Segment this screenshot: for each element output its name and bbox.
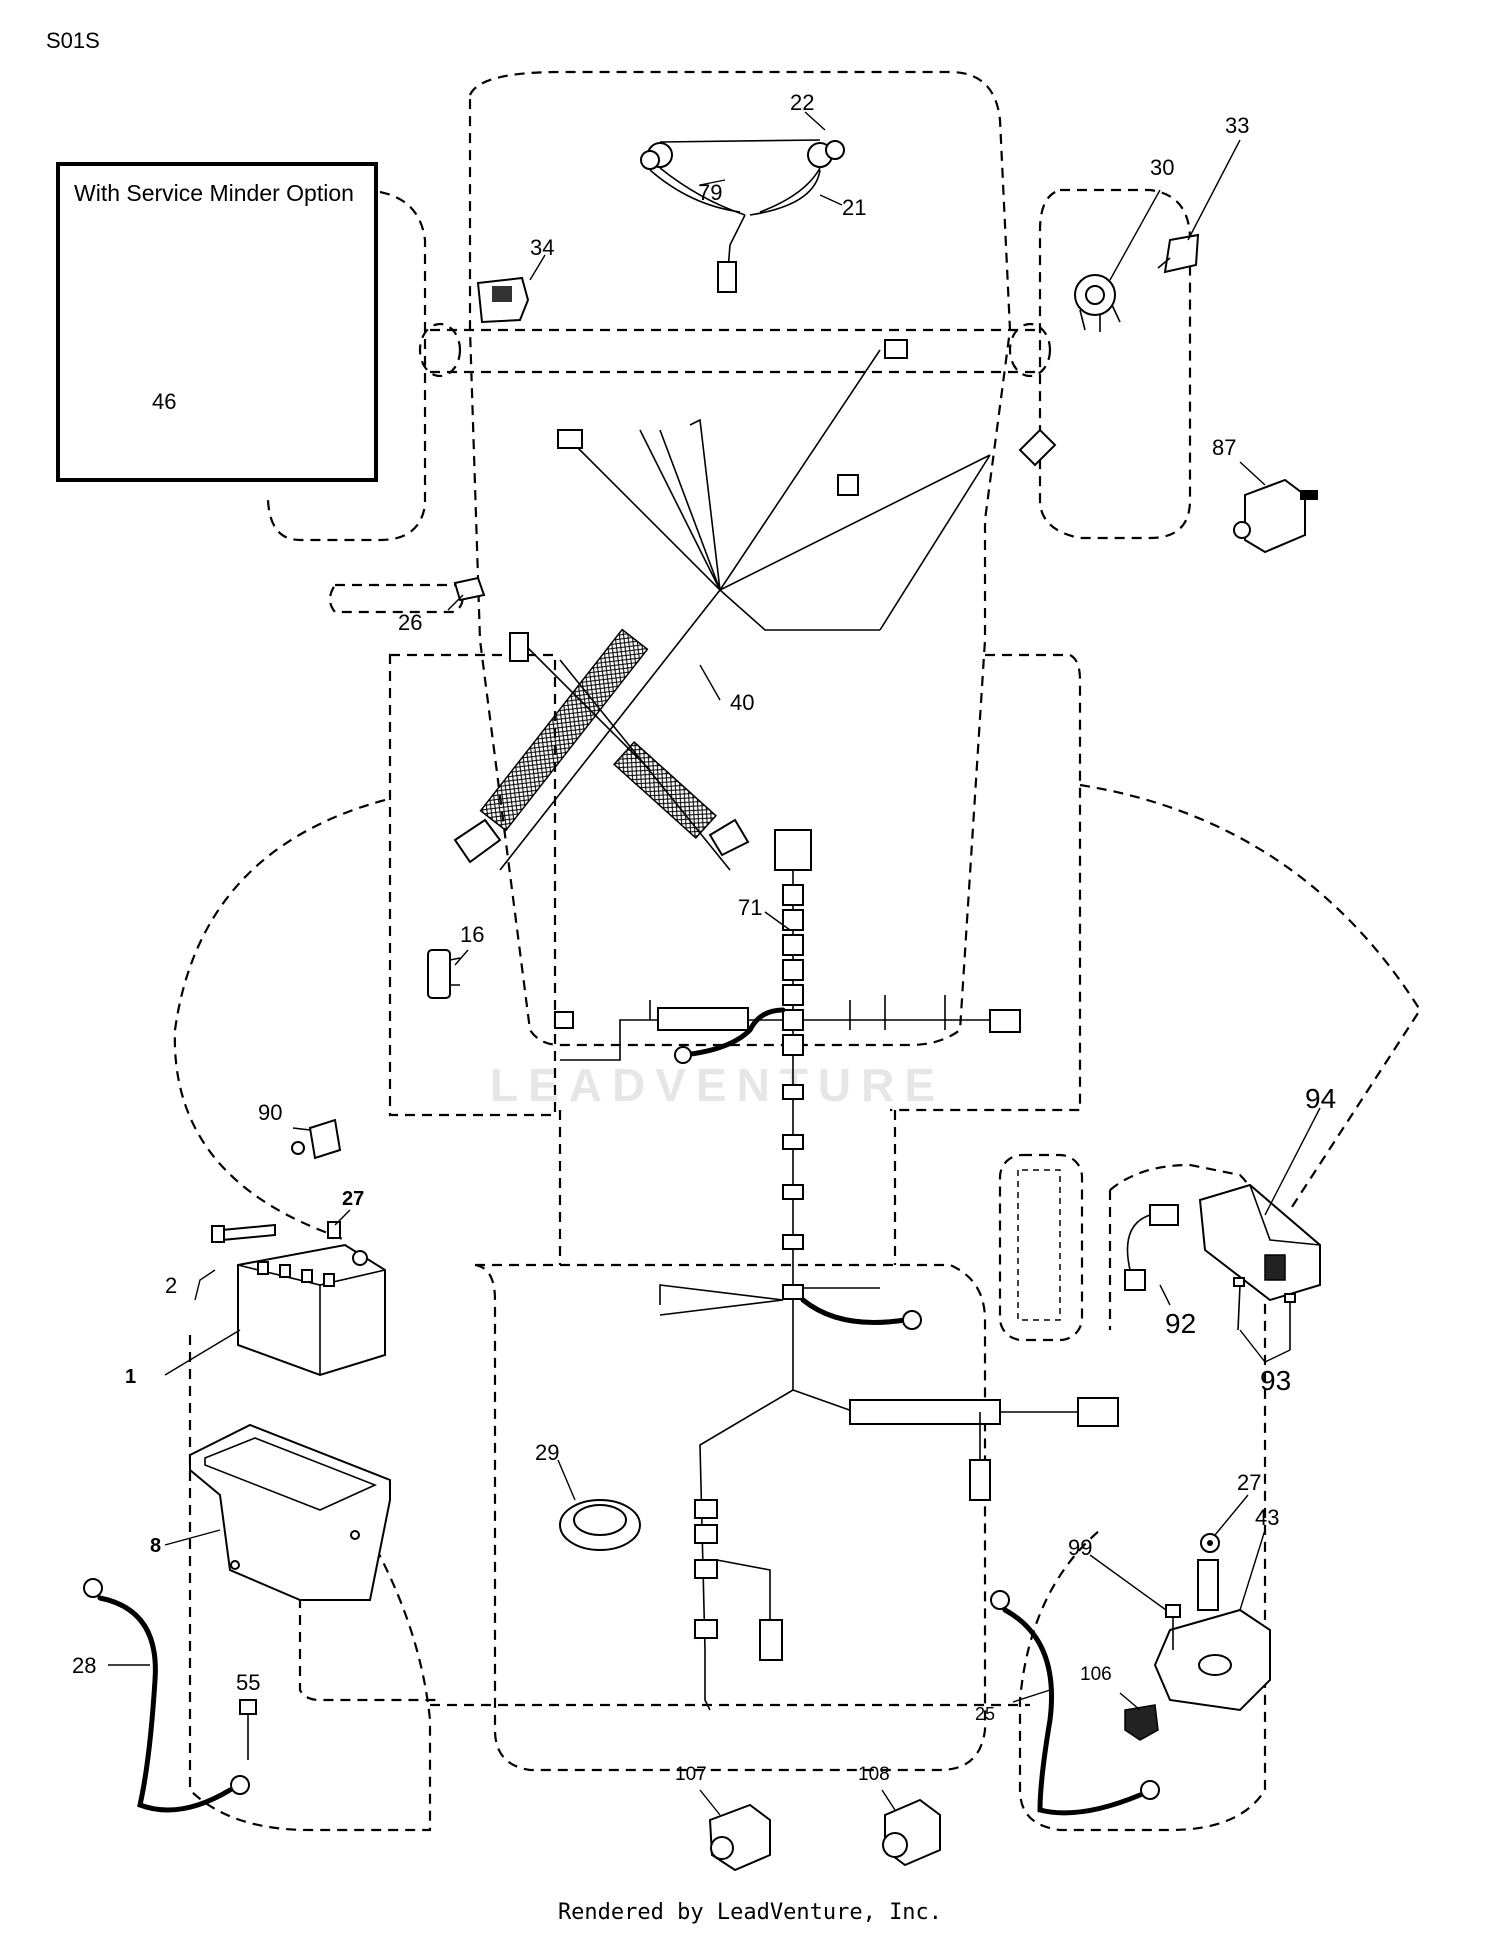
connector-g [708,818,750,857]
callout-93: 93 [1260,1365,1291,1396]
callout-108: 108 [858,1764,890,1785]
service-minder-inset: With Service Minder Option 46 [56,162,378,482]
callout-71: 71 [738,895,762,920]
ignition-key[interactable] [1157,233,1200,274]
callout-106: 106 [1080,1664,1112,1685]
footer-credit: Rendered by LeadVenture, Inc. [557,1900,943,1925]
callout-92: 92 [1165,1308,1196,1339]
callout-87: 87 [1212,435,1236,460]
starter-solenoid[interactable] [1153,1559,1271,1712]
switch-34[interactable] [476,276,530,324]
dash-band-right-end [1008,322,1052,378]
connector-92[interactable] [1124,1204,1179,1291]
switch-108[interactable] [882,1798,941,1867]
callout-99: 99 [1068,1535,1092,1560]
callout-30: 30 [1150,155,1174,180]
positive-cable[interactable] [990,1590,1160,1816]
component-16[interactable] [427,949,461,999]
connector-d [837,474,859,496]
inset-title: With Service Minder Option [74,180,354,206]
callout-16: 16 [460,922,484,947]
callout-25: 25 [975,1704,995,1724]
bolt-99[interactable] [1165,1604,1181,1650]
shift-plate-outline [998,1153,1084,1342]
callout-27-battery: 27 [342,1188,364,1210]
left-fender-outline [388,653,557,1117]
connector-c [1018,428,1057,467]
dash-band [430,328,1040,374]
dash-band-left-end [418,322,462,378]
left-wheel-arc [173,798,386,1242]
clip-106[interactable] [1124,1704,1159,1741]
main-harness[interactable] [453,339,1057,871]
component-90[interactable] [291,1118,342,1160]
bolt-55[interactable] [239,1699,257,1760]
callout-43: 43 [1255,1505,1279,1530]
callout-27-solenoid: 27 [1237,1470,1261,1495]
harness-71-plug [774,829,812,871]
switch-107[interactable] [708,1803,771,1872]
harness-wrap-1 [479,628,649,832]
battery-tray[interactable] [189,1423,391,1601]
callout-55: 55 [236,1670,260,1695]
relay-87[interactable] [1233,478,1318,554]
module-94[interactable] [1198,1183,1321,1302]
connector-a [557,429,583,449]
ignition-switch[interactable] [1074,274,1121,332]
connector-b [884,339,908,359]
battery-nut[interactable] [327,1221,341,1239]
callout-labels: 22 21 79 34 30 33 87 26 40 71 16 90 27 2… [72,90,1336,1785]
callout-1: 1 [125,1366,136,1388]
right-panel-outline [1038,188,1192,540]
lower-left-inner [298,1530,440,1702]
negative-cable[interactable] [83,1578,250,1813]
harness-71-sleeves [782,884,804,1300]
callout-22: 22 [790,90,814,115]
callout-29: 29 [535,1440,559,1465]
right-fender-outline [890,653,1082,1112]
callout-33: 33 [1225,113,1249,138]
page-code: S01S [46,28,100,53]
callout-34: 34 [530,235,554,260]
lower-center-outline [474,1263,987,1772]
callout-46: 46 [152,389,176,414]
connector-f [453,818,502,864]
harness-71-lower-sleeves [694,1499,718,1639]
callout-2: 2 [165,1273,177,1298]
screws-93[interactable] [1233,1277,1296,1350]
inset-callout-layer: 46 [152,389,176,414]
lower-left-outline [188,1335,432,1832]
connector-e [509,632,529,662]
leader-lines [108,111,1321,1816]
callout-107: 107 [675,1764,707,1785]
callout-40: 40 [730,690,754,715]
right-wheel-arc [1079,783,1422,1211]
left-panel-outline [266,190,427,542]
component-26[interactable] [453,576,486,602]
callout-28: 28 [72,1653,96,1678]
harness-71[interactable] [554,829,1119,1711]
callout-21: 21 [842,195,866,220]
battery-bolt[interactable] [211,1223,276,1243]
solenoid-nut[interactable] [1200,1533,1220,1553]
shift-slot [1017,1169,1061,1321]
callout-79: 79 [698,180,722,205]
watermark: LEADVENTURE [490,1059,946,1111]
seat-pan-outline [558,1110,897,1265]
battery[interactable] [237,1243,386,1377]
headlight-harness[interactable] [640,139,845,293]
pad-29[interactable] [559,1499,641,1551]
callout-26: 26 [398,610,422,635]
callout-8: 8 [150,1535,161,1557]
callout-94: 94 [1305,1083,1336,1114]
tab-26-outline [328,583,464,614]
callout-90: 90 [258,1100,282,1125]
